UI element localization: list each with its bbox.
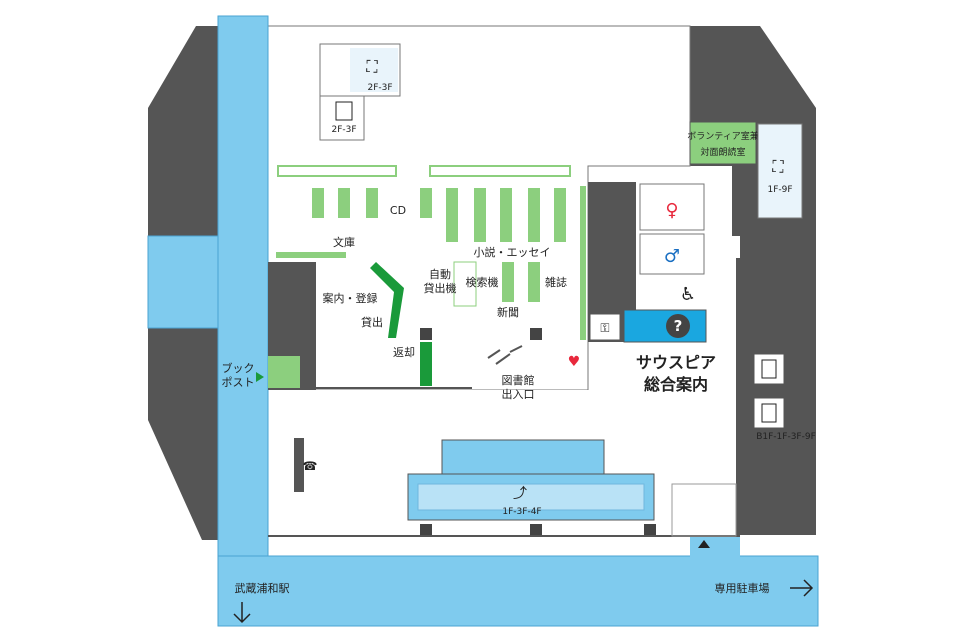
entrance-line-3	[509, 345, 523, 353]
walkway-left	[217, 15, 269, 627]
shelf-bunko	[276, 252, 346, 258]
label-toshokan-2: 出入口	[502, 387, 535, 401]
label-bookpost-1: ブック	[222, 361, 255, 375]
escalator-upper	[441, 439, 605, 475]
return-counter	[420, 342, 432, 386]
sauspia-label-2: 総合案内	[644, 375, 708, 394]
shelf-top-left	[277, 165, 397, 177]
elevator-right-2-icon	[761, 403, 777, 423]
label-toshokan-1: 図書館	[502, 373, 535, 387]
phone-icon: ☎	[303, 459, 318, 473]
walkway-left-branch	[147, 235, 219, 329]
key-icon: ⚿	[600, 321, 609, 335]
shelf-3	[366, 188, 378, 218]
shelf-top-right	[429, 165, 571, 177]
pillar-right-upper	[732, 166, 760, 236]
shelf-wall-right	[580, 186, 586, 340]
label-cd: CD	[390, 204, 406, 217]
aed-icon: ♥	[568, 354, 581, 370]
label-zasshi: 雑誌	[545, 275, 567, 289]
shelf-11	[528, 262, 540, 302]
volunteer-room	[689, 121, 757, 165]
label-henkyaku: 返却	[393, 346, 415, 359]
book-post-arrow	[256, 372, 264, 382]
search-machine-area	[453, 261, 477, 307]
label-shinbun: 新聞	[497, 305, 519, 319]
men-icon: ♂	[664, 246, 680, 267]
label-bunko: 文庫	[333, 235, 355, 249]
stairs-top	[350, 48, 398, 92]
stairs-top-icon: ⛶	[366, 57, 378, 76]
label-kensakuki: 検索機	[466, 275, 499, 289]
phone-block	[294, 438, 304, 492]
elevator-top-label: 2F-3F	[331, 125, 356, 135]
escalator-track	[417, 483, 645, 511]
elevator-top-icon	[335, 101, 353, 121]
stairs-right-label: 1F-9F	[767, 185, 792, 195]
column-c	[420, 524, 432, 536]
escalator-icon: ⤴	[513, 486, 527, 502]
walkway-bottom-entry	[690, 536, 740, 558]
elevator-right-label: B1F-1F-3F-9F	[756, 432, 816, 442]
info-icon-mark: ?	[674, 317, 683, 335]
label-station: 武蔵浦和駅	[235, 582, 290, 595]
label-kashidashi: 貸出	[361, 315, 383, 329]
label-parking: 専用駐車場	[715, 581, 770, 595]
label-jido-2: 貸出機	[424, 281, 457, 295]
shelf-5	[446, 188, 458, 242]
shelf-9	[554, 188, 566, 242]
accessible-icon: ♿	[680, 284, 696, 305]
info-icon	[666, 314, 690, 338]
entrance-line-2	[495, 353, 511, 365]
label-annai: 案内・登録	[323, 291, 378, 305]
arrow-right-parking-icon	[790, 579, 814, 597]
stairs-top-label: 2F-3F	[367, 83, 392, 93]
volunteer-room-label-1: ボランティア室兼	[687, 130, 758, 142]
door-frame	[671, 483, 737, 537]
info-counter-area	[623, 309, 707, 343]
book-post-box	[268, 356, 300, 388]
label-shosetsu: 小説・エッセイ	[474, 245, 551, 259]
shelf-2	[338, 188, 350, 218]
shelf-1	[312, 188, 324, 218]
elevator-right-1-icon	[761, 359, 777, 379]
column-b	[530, 328, 542, 340]
shelf-7	[500, 188, 512, 242]
shelf-6	[474, 188, 486, 242]
women-icon: ♀	[665, 200, 678, 221]
lending-counter	[370, 262, 404, 338]
label-bookpost-2: ポスト	[222, 376, 255, 389]
restroom-men	[639, 233, 705, 275]
arrow-down-station-icon	[233, 602, 251, 624]
column-a	[420, 328, 432, 340]
sauspia-label-1: サウスピア	[636, 353, 716, 372]
escalator-label: 1F-3F-4F	[502, 507, 541, 517]
shelf-4	[420, 188, 432, 218]
shelf-10	[502, 262, 514, 302]
key-box	[589, 313, 621, 341]
stairs-right-icon: ⛶	[772, 157, 784, 176]
label-jido-1: 自動	[429, 267, 451, 281]
shelf-8	[528, 188, 540, 242]
stairs-right	[757, 123, 803, 219]
walkway-bottom	[217, 555, 819, 627]
column-d	[530, 524, 542, 536]
column-e	[644, 524, 656, 536]
pillar-right-lower	[736, 258, 816, 535]
volunteer-room-label-2: 対面朗読室	[700, 146, 745, 158]
restroom-women	[639, 183, 705, 231]
entry-arrow	[698, 540, 710, 548]
entrance-line-1	[487, 349, 501, 359]
